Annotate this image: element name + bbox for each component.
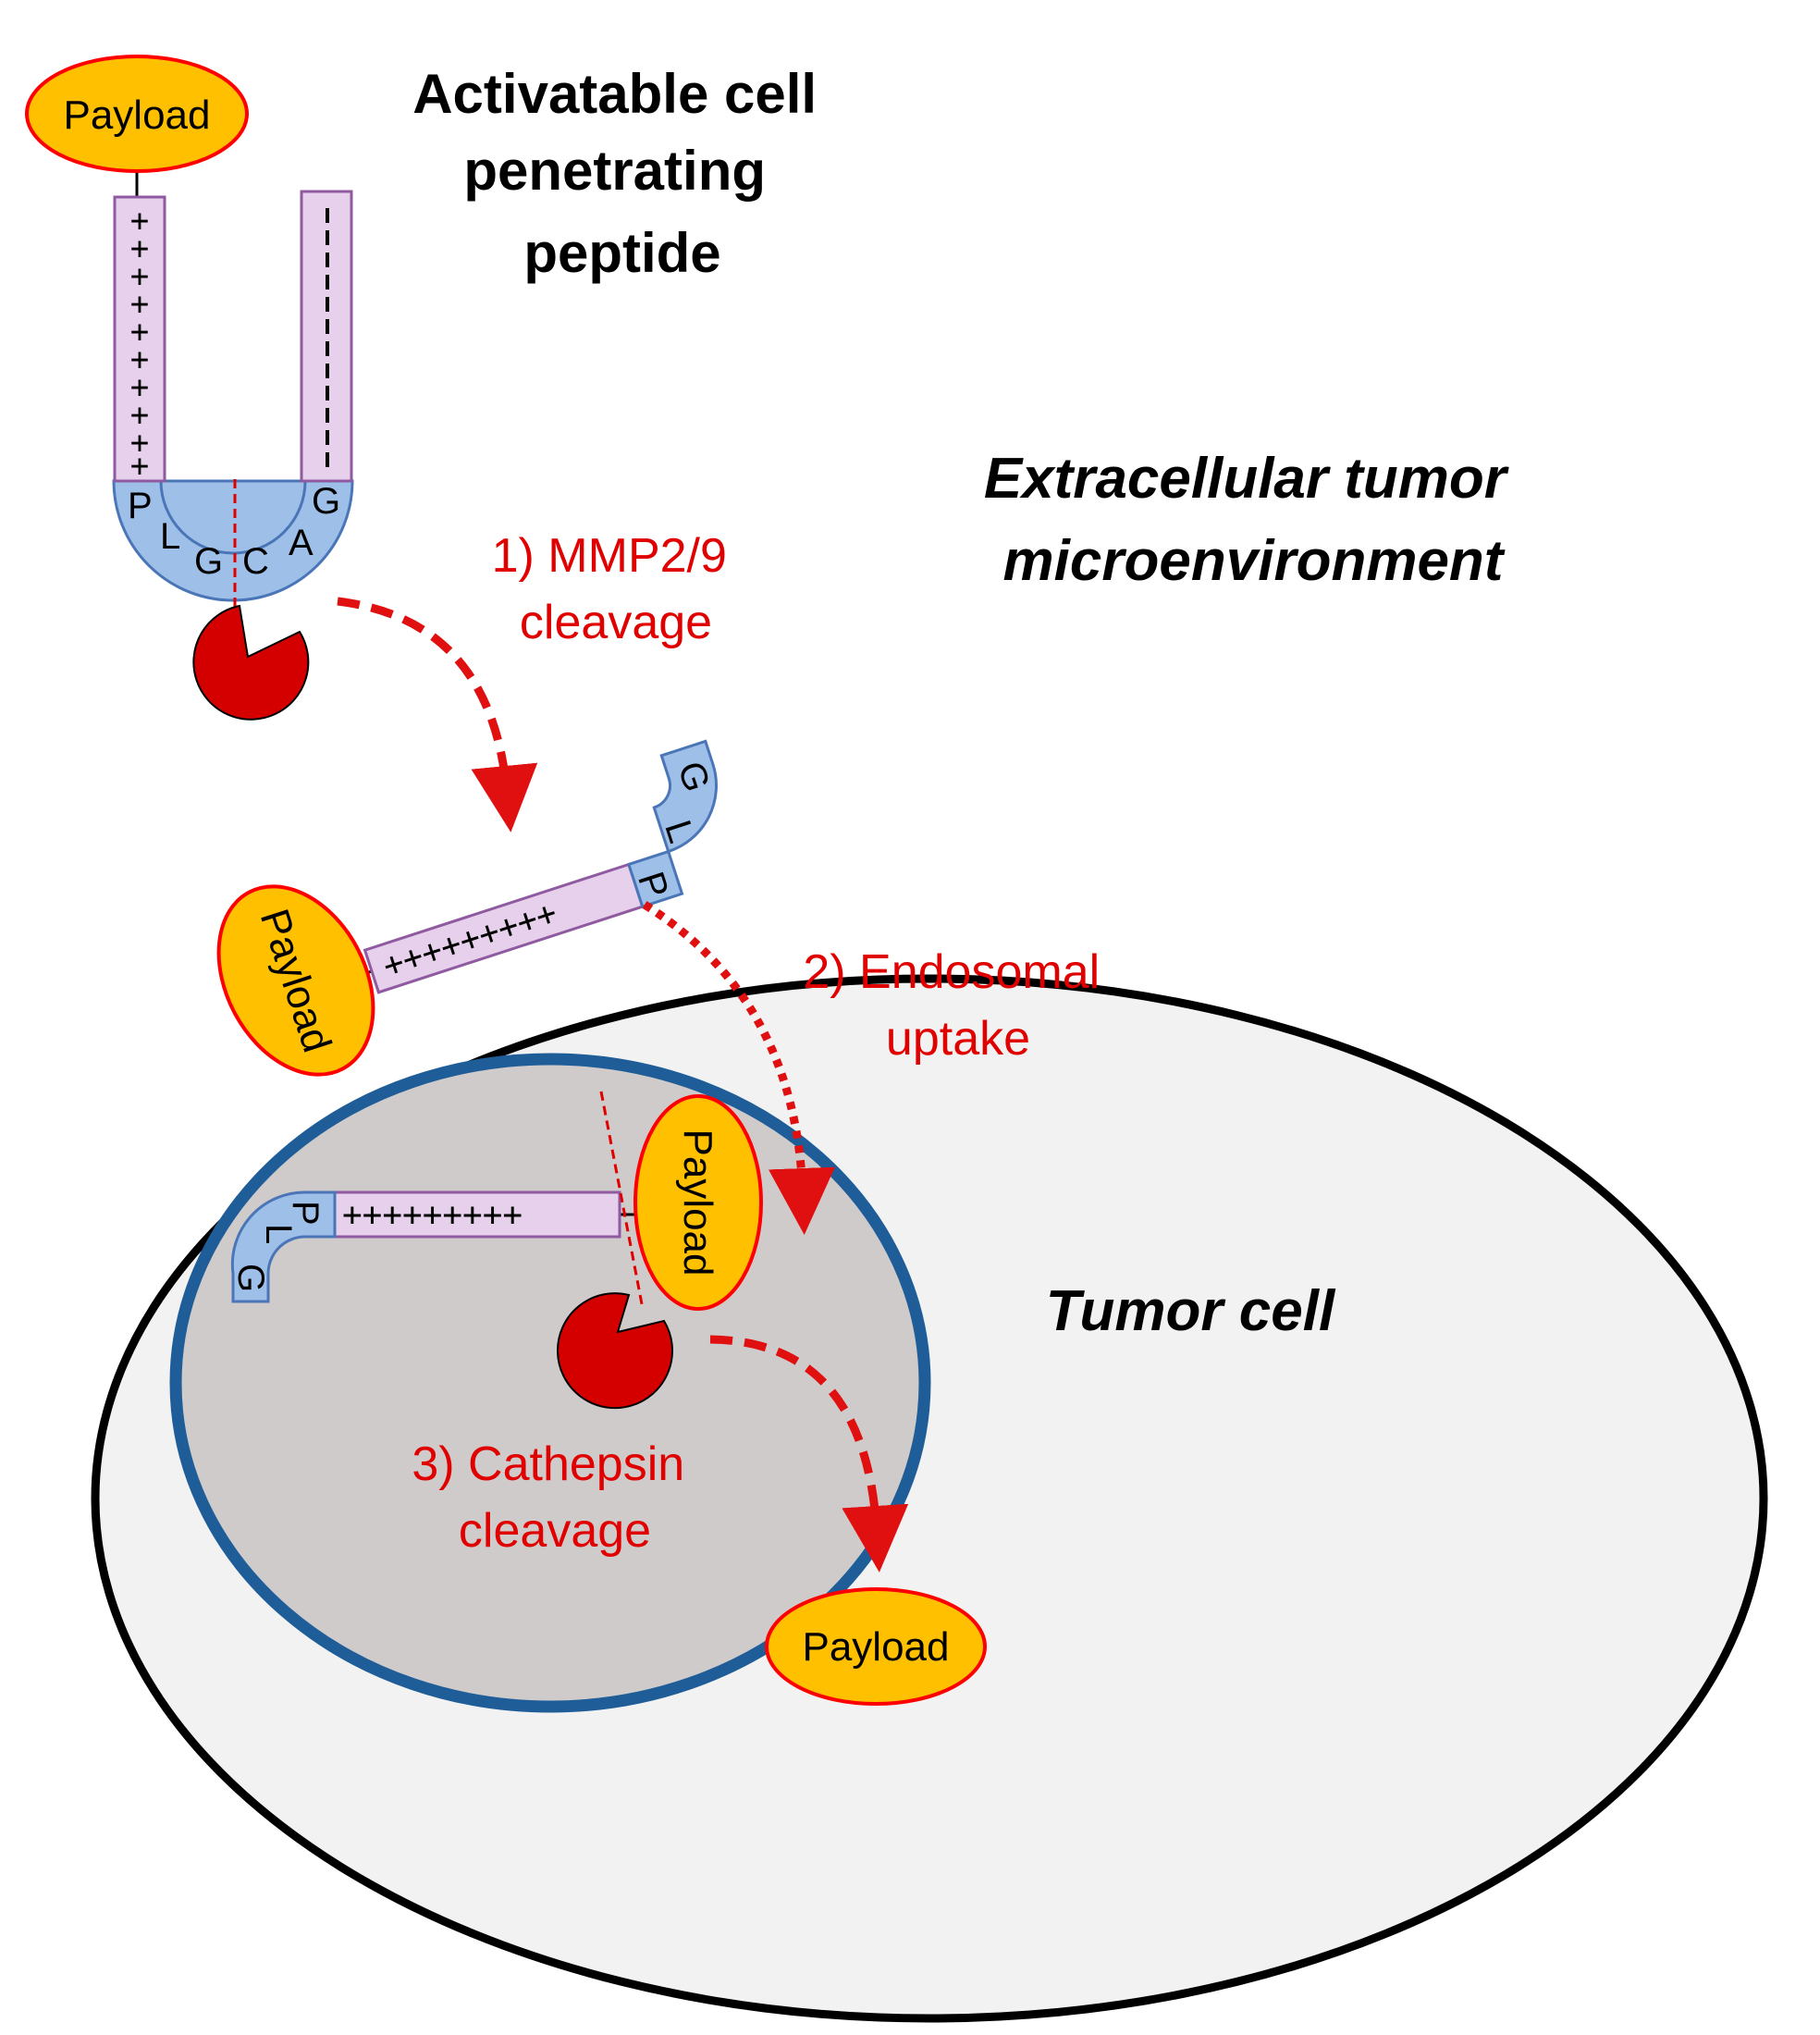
svg-text:+: + <box>130 425 149 462</box>
svg-text:+: + <box>130 286 149 323</box>
svg-text:+++++++++: +++++++++ <box>342 1196 523 1234</box>
payload-intact <box>25 55 249 173</box>
cathepsin-cleavage-line <box>599 1091 645 1310</box>
residue-g2: G <box>312 481 340 522</box>
svg-text:P: P <box>285 1201 326 1226</box>
tumor-cell-label: Tumor cell <box>1046 1279 1336 1343</box>
svg-text:+: + <box>130 203 149 240</box>
payload-endosome-label: Payload <box>675 1128 720 1276</box>
svg-text:+: + <box>130 369 149 406</box>
step1-line-1: 1) MMP2/9 <box>492 529 727 583</box>
svg-text:L: L <box>258 1224 299 1244</box>
payload-released-label: Payload <box>802 1624 949 1670</box>
svg-text:+: + <box>130 448 149 485</box>
intact-peptide: + + + + + + + + + + P L G C A G Payload <box>25 55 354 643</box>
payload-endosome <box>633 1094 763 1311</box>
svg-text:1) MMP2/9 cleavage: 1) MMP2/9 cleavage <box>492 529 741 649</box>
title-line-3: peptide <box>523 222 720 284</box>
svg-text:G: G <box>230 1264 271 1292</box>
svg-text:3) Cathepsin cleavage: 3) Cathepsin cleavage <box>412 1437 697 1558</box>
svg-text:2) Endosomal uptake: 2) Endosomal uptake <box>803 945 1113 1066</box>
mmp-enzyme <box>192 604 310 721</box>
arrow-step1 <box>337 597 538 832</box>
svg-text:+: + <box>130 258 149 295</box>
residue-c: C <box>242 541 269 582</box>
svg-text:Activatable cell penetrati: Activatable cell penetrating peptide <box>412 63 832 284</box>
step3-line-1: 3) Cathepsin <box>412 1437 684 1491</box>
residue-a: A <box>289 523 314 563</box>
residue-g: G <box>194 541 223 582</box>
svg-text:Extracellular tumor microe: Extracellular tumor microenvironment <box>984 447 1522 593</box>
svg-text:+: + <box>130 314 149 351</box>
endosome-fragment: +++++++++ P L G <box>230 1190 634 1303</box>
environment-label-2: microenvironment <box>1003 529 1506 593</box>
cathepsin-enzyme <box>556 1292 673 1410</box>
title-line-2: penetrating <box>463 140 766 202</box>
arrow-step3 <box>709 1335 909 1572</box>
arrow-step2 <box>642 901 835 1235</box>
residue-p: P <box>128 486 153 526</box>
step2-line-2: uptake <box>886 1012 1030 1066</box>
svg-text:+: + <box>130 230 149 267</box>
svg-text:+: + <box>130 341 149 378</box>
payload-surface <box>216 884 375 1077</box>
title-line-1: Activatable cell <box>412 63 817 125</box>
residue-l: L <box>160 516 180 557</box>
svg-text:+: + <box>130 397 149 434</box>
polycation-arm <box>113 195 166 483</box>
step2-line-1: 2) Endosomal <box>803 945 1100 999</box>
environment-label-1: Extracellular tumor <box>984 447 1509 511</box>
step3-line-2: cleavage <box>459 1504 651 1558</box>
step1-line-2: cleavage <box>520 596 712 649</box>
payload-label: Payload <box>63 92 210 138</box>
cleaved-fragment: +++++++++ P L G <box>363 739 718 994</box>
payload-released <box>765 1587 987 1706</box>
